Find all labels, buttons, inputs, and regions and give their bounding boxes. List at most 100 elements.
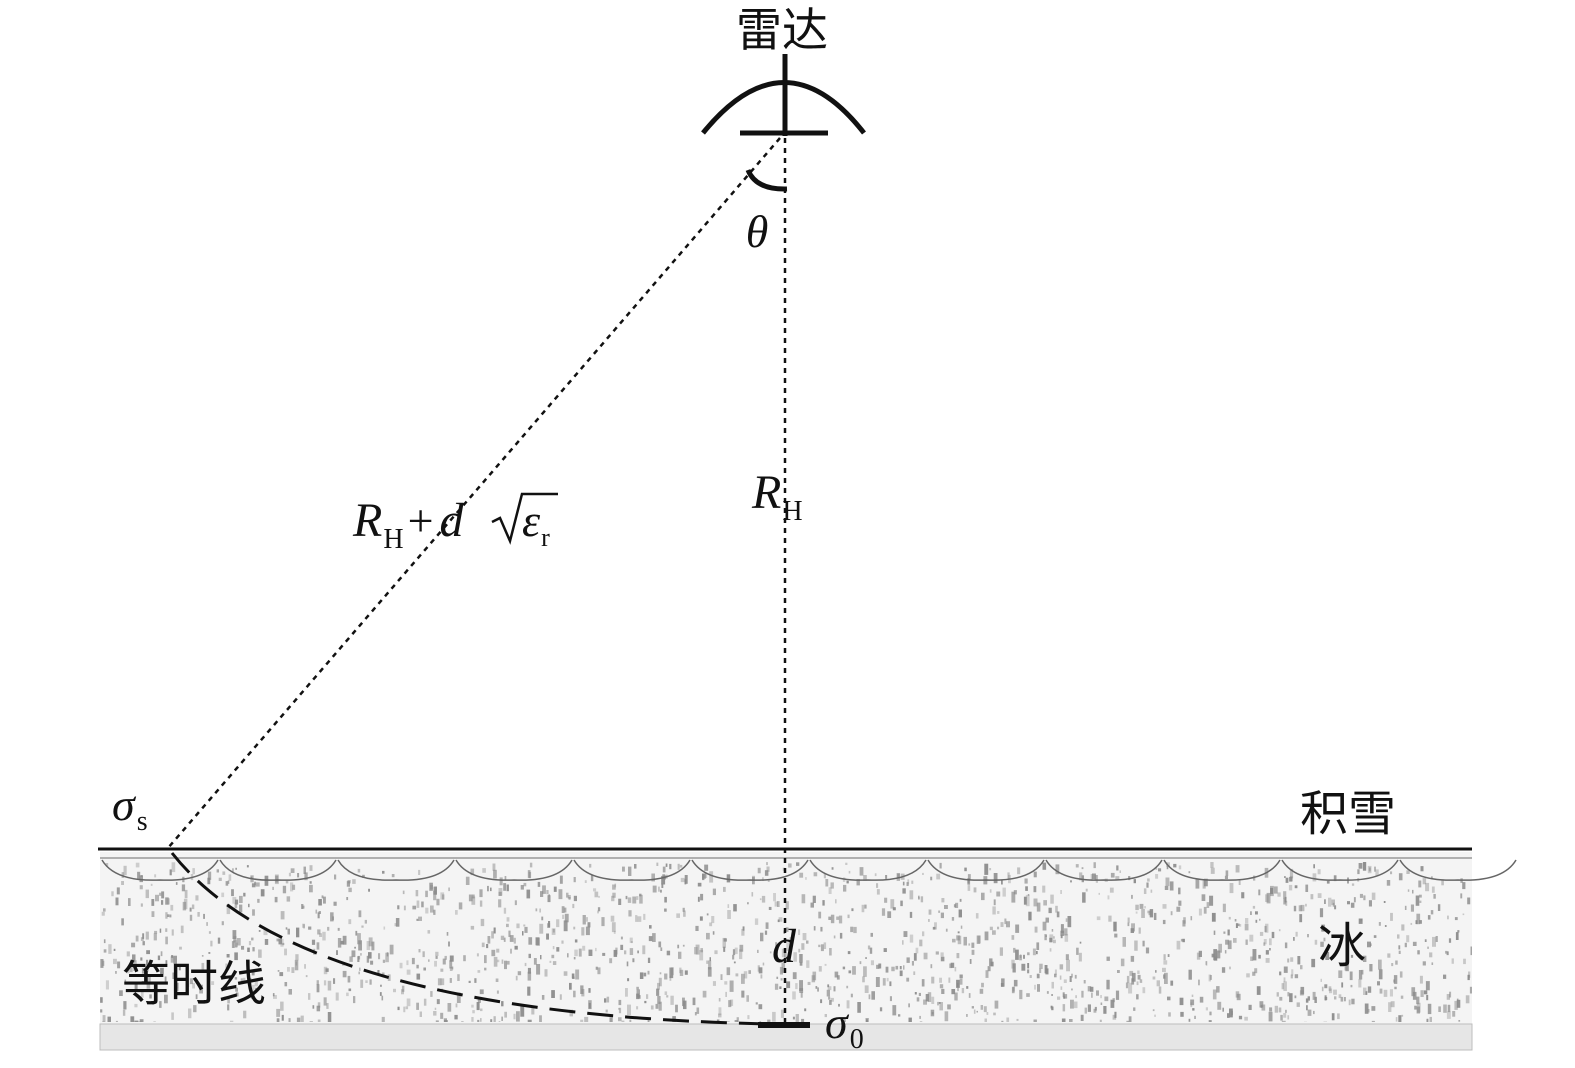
ice-speckle [1244,1016,1248,1021]
ice-speckle [1222,903,1226,913]
ice-speckle [434,960,437,967]
ice-speckle [524,926,528,933]
ice-speckle [547,895,551,903]
ice-speckle [161,891,165,899]
ice-speckle [134,1020,139,1022]
ice-speckle [491,949,496,957]
ice-speckle [948,977,951,983]
ice-speckle [626,961,629,967]
ice-speckle [718,1007,722,1016]
ice-speckle [786,981,791,989]
ice-speckle [357,868,361,873]
ice-speckle [870,960,874,966]
ice-speckle [906,882,909,886]
ice-speckle [236,938,241,946]
ice-speckle [1419,920,1422,924]
ice-speckle [1345,963,1349,972]
ice-speckle [1202,880,1206,889]
ice-speckle [1249,934,1254,942]
ice-speckle [1268,1011,1273,1022]
ice-speckle [1281,1020,1286,1022]
ice-speckle [906,977,910,982]
ice-speckle [1326,880,1330,884]
ice-speckle [354,946,356,949]
ice-speckle [805,877,807,880]
ice-speckle [573,957,576,960]
ice-speckle [859,867,864,876]
ice-speckle [1112,1014,1117,1020]
ice-speckle [348,887,352,893]
ice-speckle [601,917,605,927]
ice-speckle [232,897,237,904]
ice-speckle [287,928,290,935]
ice-speckle [169,914,172,918]
ice-speckle [618,1007,622,1014]
ice-speckle [1294,885,1298,889]
ice-speckle [1427,915,1431,920]
ice-speckle [425,890,428,898]
ice-speckle [1051,929,1054,932]
ice-speckle [1155,874,1159,879]
ice-speckle [589,863,592,868]
ice-speckle [149,994,152,999]
ice-speckle [801,894,806,904]
ice-speckle [134,1003,138,1008]
ice-speckle [325,968,329,972]
ice-speckle [1414,1005,1417,1010]
ice-speckle [263,928,268,936]
ice-speckle [346,897,349,901]
ice-speckle [1213,949,1218,961]
ice-speckle [1195,878,1200,889]
ice-speckle [884,897,888,903]
ice-speckle [336,950,338,955]
ice-speckle [820,944,824,952]
ice-speckle [1373,935,1377,938]
ice-speckle [869,947,873,954]
ice-speckle [544,969,548,977]
ice-speckle [1147,910,1150,914]
ice-speckle [1248,1004,1252,1010]
ice-speckle [421,901,424,908]
ice-speckle [279,972,284,977]
ice-speckle [903,931,908,937]
ice-speckle [1182,938,1185,943]
ice-speckle [1012,963,1016,973]
ice-speckle [919,939,923,947]
ice-speckle [501,1001,504,1007]
ice-speckle [1106,956,1110,961]
ice-speckle [729,980,734,992]
ice-speckle [767,879,770,882]
ice-speckle [1182,920,1186,927]
ice-speckle [628,910,632,917]
ice-speckle [624,950,627,955]
ice-speckle [1094,1006,1097,1011]
ice-speckle [529,862,533,868]
ice-speckle [759,898,762,901]
ice-speckle [1265,958,1270,963]
ice-speckle [1430,910,1434,915]
ice-speckle [669,863,672,870]
ice-speckle [1019,989,1023,1000]
ice-speckle [979,988,984,994]
ice-speckle [906,957,910,963]
ice-speckle [1128,876,1131,881]
ice-speckle [1042,885,1046,893]
ice-speckle [1369,964,1373,972]
ice-speckle [1418,880,1422,888]
ice-speckle [1429,1016,1432,1022]
ice-speckle [280,911,285,920]
ice-speckle [360,953,362,956]
ice-speckle [222,973,227,977]
ice-speckle [523,882,527,887]
ice-speckle [1332,902,1335,907]
ice-speckle [539,1015,542,1022]
ice-speckle [918,897,920,900]
ice-speckle [1059,975,1062,980]
ice-speckle [625,988,628,997]
ice-speckle [342,970,347,978]
ice-speckle [799,872,804,878]
ice-speckle [981,892,985,901]
ice-speckle [1198,908,1202,916]
ice-speckle [1023,896,1027,905]
ice-speckle [150,883,153,886]
